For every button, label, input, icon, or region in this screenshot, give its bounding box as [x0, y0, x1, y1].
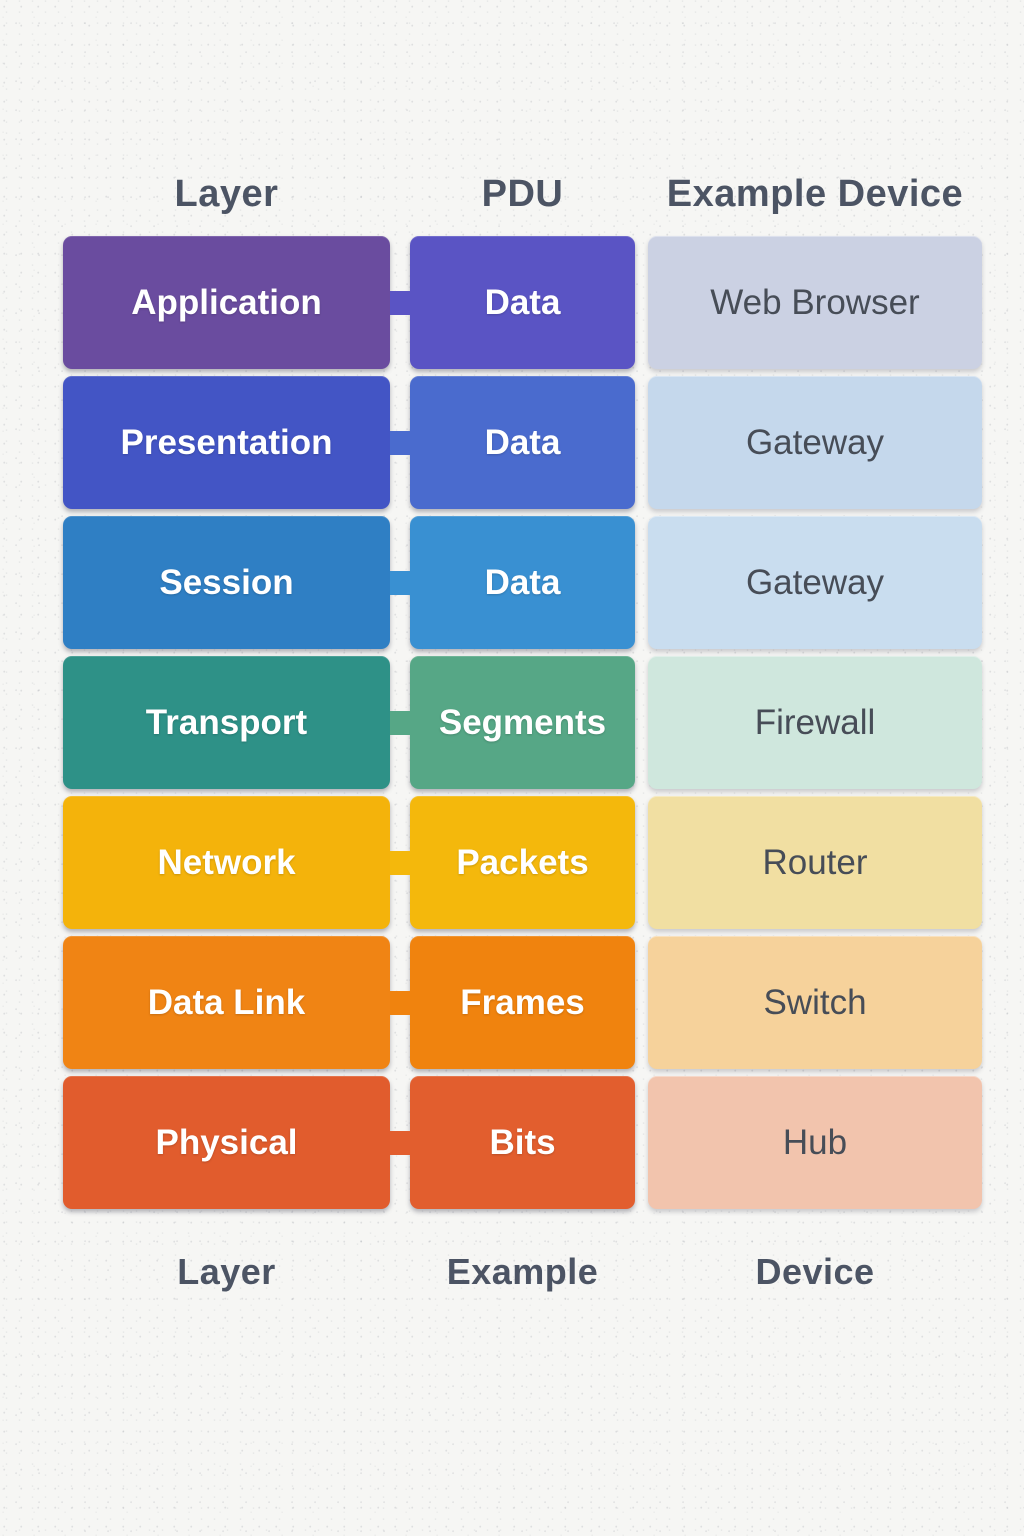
layer-pdu-connector [390, 1130, 410, 1155]
layer-box-data-link: Data Link [63, 936, 390, 1069]
pdu-box-physical: Bits [410, 1076, 635, 1209]
device-box-physical: Hub [648, 1076, 982, 1209]
pdu-box-presentation: Data [410, 376, 635, 509]
pdu-box-data-link: Frames [410, 936, 635, 1069]
osi-row-transport: Transport Segments Firewall [63, 656, 1024, 789]
osi-row-presentation: Presentation Data Gateway [63, 376, 1024, 509]
column-footers: Layer Example Device [63, 1251, 1024, 1293]
column-header-pdu: PDU [481, 172, 564, 215]
layer-box-session: Session [63, 516, 390, 649]
device-box-application: Web Browser [648, 236, 982, 369]
layer-box-physical: Physical [63, 1076, 390, 1209]
layer-pdu-connector [390, 850, 410, 875]
osi-row-session: Session Data Gateway [63, 516, 1024, 649]
device-box-network: Router [648, 796, 982, 929]
layer-box-application: Application [63, 236, 390, 369]
pdu-box-transport: Segments [410, 656, 635, 789]
layer-pdu-connector [390, 290, 410, 315]
layer-box-transport: Transport [63, 656, 390, 789]
pdu-box-session: Data [410, 516, 635, 649]
footer-label-layer: Layer [177, 1251, 276, 1292]
device-box-session: Gateway [648, 516, 982, 649]
layer-pdu-connector [390, 990, 410, 1015]
layer-pdu-connector [390, 570, 410, 595]
osi-rows: Application Data Web Browser Presentatio… [0, 236, 1024, 1209]
osi-row-network: Network Packets Router [63, 796, 1024, 929]
pdu-box-application: Data [410, 236, 635, 369]
layer-pdu-connector [390, 430, 410, 455]
footer-label-device: Device [755, 1251, 875, 1292]
column-header-example-device: Example Device [666, 172, 964, 215]
layer-pdu-connector [390, 710, 410, 735]
column-headers: Layer PDU Example Device [63, 0, 1024, 220]
pdu-box-network: Packets [410, 796, 635, 929]
layer-box-network: Network [63, 796, 390, 929]
column-header-layer: Layer [174, 172, 279, 215]
footer-label-example: Example [446, 1251, 599, 1292]
layer-box-presentation: Presentation [63, 376, 390, 509]
device-box-data-link: Switch [648, 936, 982, 1069]
device-box-presentation: Gateway [648, 376, 982, 509]
osi-row-data-link: Data Link Frames Switch [63, 936, 1024, 1069]
device-box-transport: Firewall [648, 656, 982, 789]
osi-row-physical: Physical Bits Hub [63, 1076, 1024, 1209]
osi-row-application: Application Data Web Browser [63, 236, 1024, 369]
